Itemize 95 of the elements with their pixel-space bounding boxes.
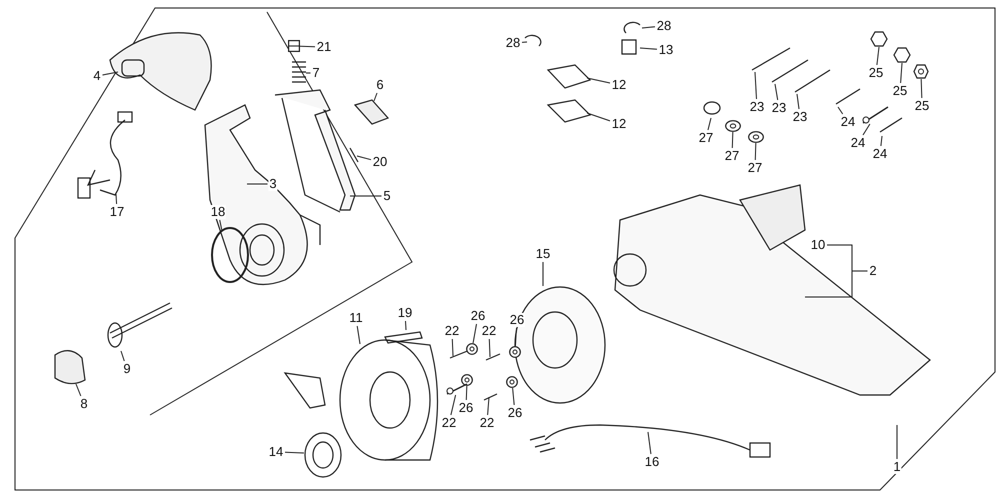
leader-line bbox=[450, 394, 456, 416]
callout-number: 2 bbox=[868, 264, 878, 278]
leader-line bbox=[306, 72, 311, 74]
leader-line bbox=[466, 386, 468, 400]
callout-number: 22 bbox=[444, 324, 460, 338]
callout-number: 5 bbox=[382, 189, 392, 203]
leader-line bbox=[522, 42, 528, 43]
leader-line bbox=[862, 124, 870, 136]
callout-number: 4 bbox=[92, 69, 102, 83]
callout-number: 25 bbox=[892, 84, 908, 98]
leader-line bbox=[356, 156, 372, 160]
leader-line bbox=[374, 92, 378, 102]
leader-line bbox=[116, 194, 118, 204]
callout-number: 19 bbox=[396, 306, 414, 320]
screw-drawing bbox=[446, 383, 468, 395]
leader-line bbox=[642, 26, 656, 28]
leader-line bbox=[512, 388, 515, 406]
leader-line bbox=[514, 328, 517, 346]
washer-drawing bbox=[725, 120, 741, 132]
callout-number: 25 bbox=[868, 66, 884, 80]
callout-number: 27 bbox=[746, 161, 764, 175]
washer-drawing bbox=[509, 346, 521, 358]
leader-line bbox=[796, 94, 800, 110]
callout-number: 14 bbox=[268, 445, 284, 459]
nut-drawing bbox=[913, 64, 929, 79]
leader-line bbox=[586, 78, 610, 84]
leader-line bbox=[452, 338, 454, 356]
leader-line bbox=[804, 270, 868, 298]
leader-line bbox=[920, 78, 922, 98]
leader-line bbox=[876, 46, 880, 66]
callout-number: 22 bbox=[440, 416, 458, 430]
callout-number: 22 bbox=[478, 416, 496, 430]
leader-line bbox=[880, 136, 882, 146]
callout-number: 28 bbox=[656, 19, 672, 33]
callout-number: 24 bbox=[840, 115, 856, 129]
screw-drawing bbox=[288, 40, 300, 52]
callout-number: 17 bbox=[108, 205, 126, 219]
leader-line bbox=[76, 384, 82, 396]
callout-number: 7 bbox=[311, 66, 321, 80]
callout-number: 26 bbox=[470, 309, 486, 323]
leader-line bbox=[356, 326, 360, 344]
callout-number: 26 bbox=[508, 313, 526, 327]
callout-number: 20 bbox=[372, 155, 388, 169]
callout-number: 23 bbox=[748, 100, 766, 114]
callout-number: 12 bbox=[610, 117, 628, 131]
leader-line bbox=[284, 452, 304, 454]
leader-line bbox=[640, 48, 658, 50]
leader-line bbox=[102, 72, 118, 76]
washer-drawing bbox=[466, 343, 478, 355]
callout-number: 12 bbox=[610, 78, 628, 92]
callout-number: 23 bbox=[770, 101, 788, 115]
callout-number: 11 bbox=[348, 311, 364, 325]
leader-line bbox=[300, 46, 316, 48]
leader-line bbox=[900, 62, 902, 84]
callout-number: 26 bbox=[506, 406, 524, 420]
callout-number: 22 bbox=[480, 324, 498, 338]
leader-line bbox=[405, 320, 406, 330]
leader-line bbox=[648, 432, 652, 454]
leader-line bbox=[542, 262, 544, 286]
leader-line bbox=[472, 324, 477, 344]
callout-number: 26 bbox=[458, 401, 474, 415]
leader-line bbox=[896, 424, 898, 460]
leader-line bbox=[774, 84, 778, 100]
callout-number: 13 bbox=[658, 43, 674, 57]
callout-number: 24 bbox=[850, 136, 866, 150]
washer-drawing bbox=[461, 374, 473, 386]
callout-number: 3 bbox=[268, 177, 278, 191]
callout-number: 27 bbox=[698, 131, 714, 145]
callout-number: 10 bbox=[810, 238, 826, 252]
leader-line bbox=[754, 142, 756, 160]
leader-line bbox=[732, 132, 734, 148]
callout-number: 18 bbox=[210, 205, 226, 219]
callout-number: 15 bbox=[534, 247, 552, 261]
leader-line bbox=[586, 112, 610, 122]
washer-drawing bbox=[506, 376, 518, 388]
screw-drawing bbox=[862, 106, 889, 124]
leader-line bbox=[754, 72, 757, 100]
callout-number: 25 bbox=[914, 99, 930, 113]
washer-drawing bbox=[748, 131, 764, 143]
callout-number: 1 bbox=[892, 460, 902, 474]
callout-number: 9 bbox=[122, 362, 132, 376]
callout-number: 27 bbox=[724, 149, 740, 163]
leader-line bbox=[838, 106, 844, 114]
leader-line bbox=[120, 350, 125, 362]
callout-number: 16 bbox=[644, 455, 660, 469]
leader-line bbox=[708, 118, 712, 130]
callout-number: 23 bbox=[792, 110, 808, 124]
callout-number: 28 bbox=[504, 36, 522, 50]
leader-line bbox=[487, 396, 490, 416]
leader-line bbox=[488, 338, 490, 358]
callout-number: 8 bbox=[79, 397, 89, 411]
callout-number: 21 bbox=[316, 40, 332, 54]
callout-number: 6 bbox=[375, 78, 385, 92]
leader-line bbox=[219, 220, 222, 232]
callout-number: 24 bbox=[872, 147, 888, 161]
